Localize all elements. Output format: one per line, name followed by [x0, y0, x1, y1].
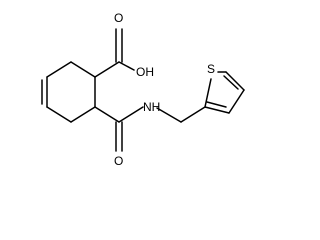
ring-bond-c1-c2: [70, 61, 96, 78]
bond-thiophene-c4-c5: [225, 71, 245, 91]
carboxylic-acid-group: O OH: [94, 11, 154, 79]
thiophene-sulfur-label: S: [207, 62, 215, 76]
ring-bond-c5-c4: [46, 106, 72, 123]
amide-oxygen-label: O: [114, 154, 123, 168]
ring-bond-c6-c5: [70, 106, 96, 123]
bond-ring-to-acid-carbon: [94, 61, 120, 78]
bond-thiophene-s-c2: [204, 78, 212, 108]
amide-group: O NH: [94, 100, 182, 168]
bond-thiophene-c2-c3: [204, 106, 230, 114]
bond-n-ch2: [156, 107, 182, 123]
thiophene-double-bond-c2-c3: [206, 101, 227, 108]
bond-amide-c-n: [118, 106, 144, 123]
thiophene-double-bond-c4-c5: [223, 75, 239, 90]
cyclohexene-ring: [41, 61, 96, 123]
bond-thiophene-c3-c4: [228, 89, 245, 114]
bond-ring-to-amide-carbon: [94, 106, 120, 123]
ring-bond-c3-c2: [46, 61, 72, 78]
thiophene-ring: S: [180, 62, 245, 123]
hydroxyl-label: OH: [136, 65, 154, 79]
bond-ch2-to-thiophene: [180, 106, 206, 123]
bond-acid-c-oh: [118, 61, 135, 71]
chemical-structure-diagram: O OH O NH S: [41, 11, 245, 168]
acid-oxygen-label: O: [114, 11, 123, 25]
amide-nitrogen-label: NH: [143, 100, 160, 114]
